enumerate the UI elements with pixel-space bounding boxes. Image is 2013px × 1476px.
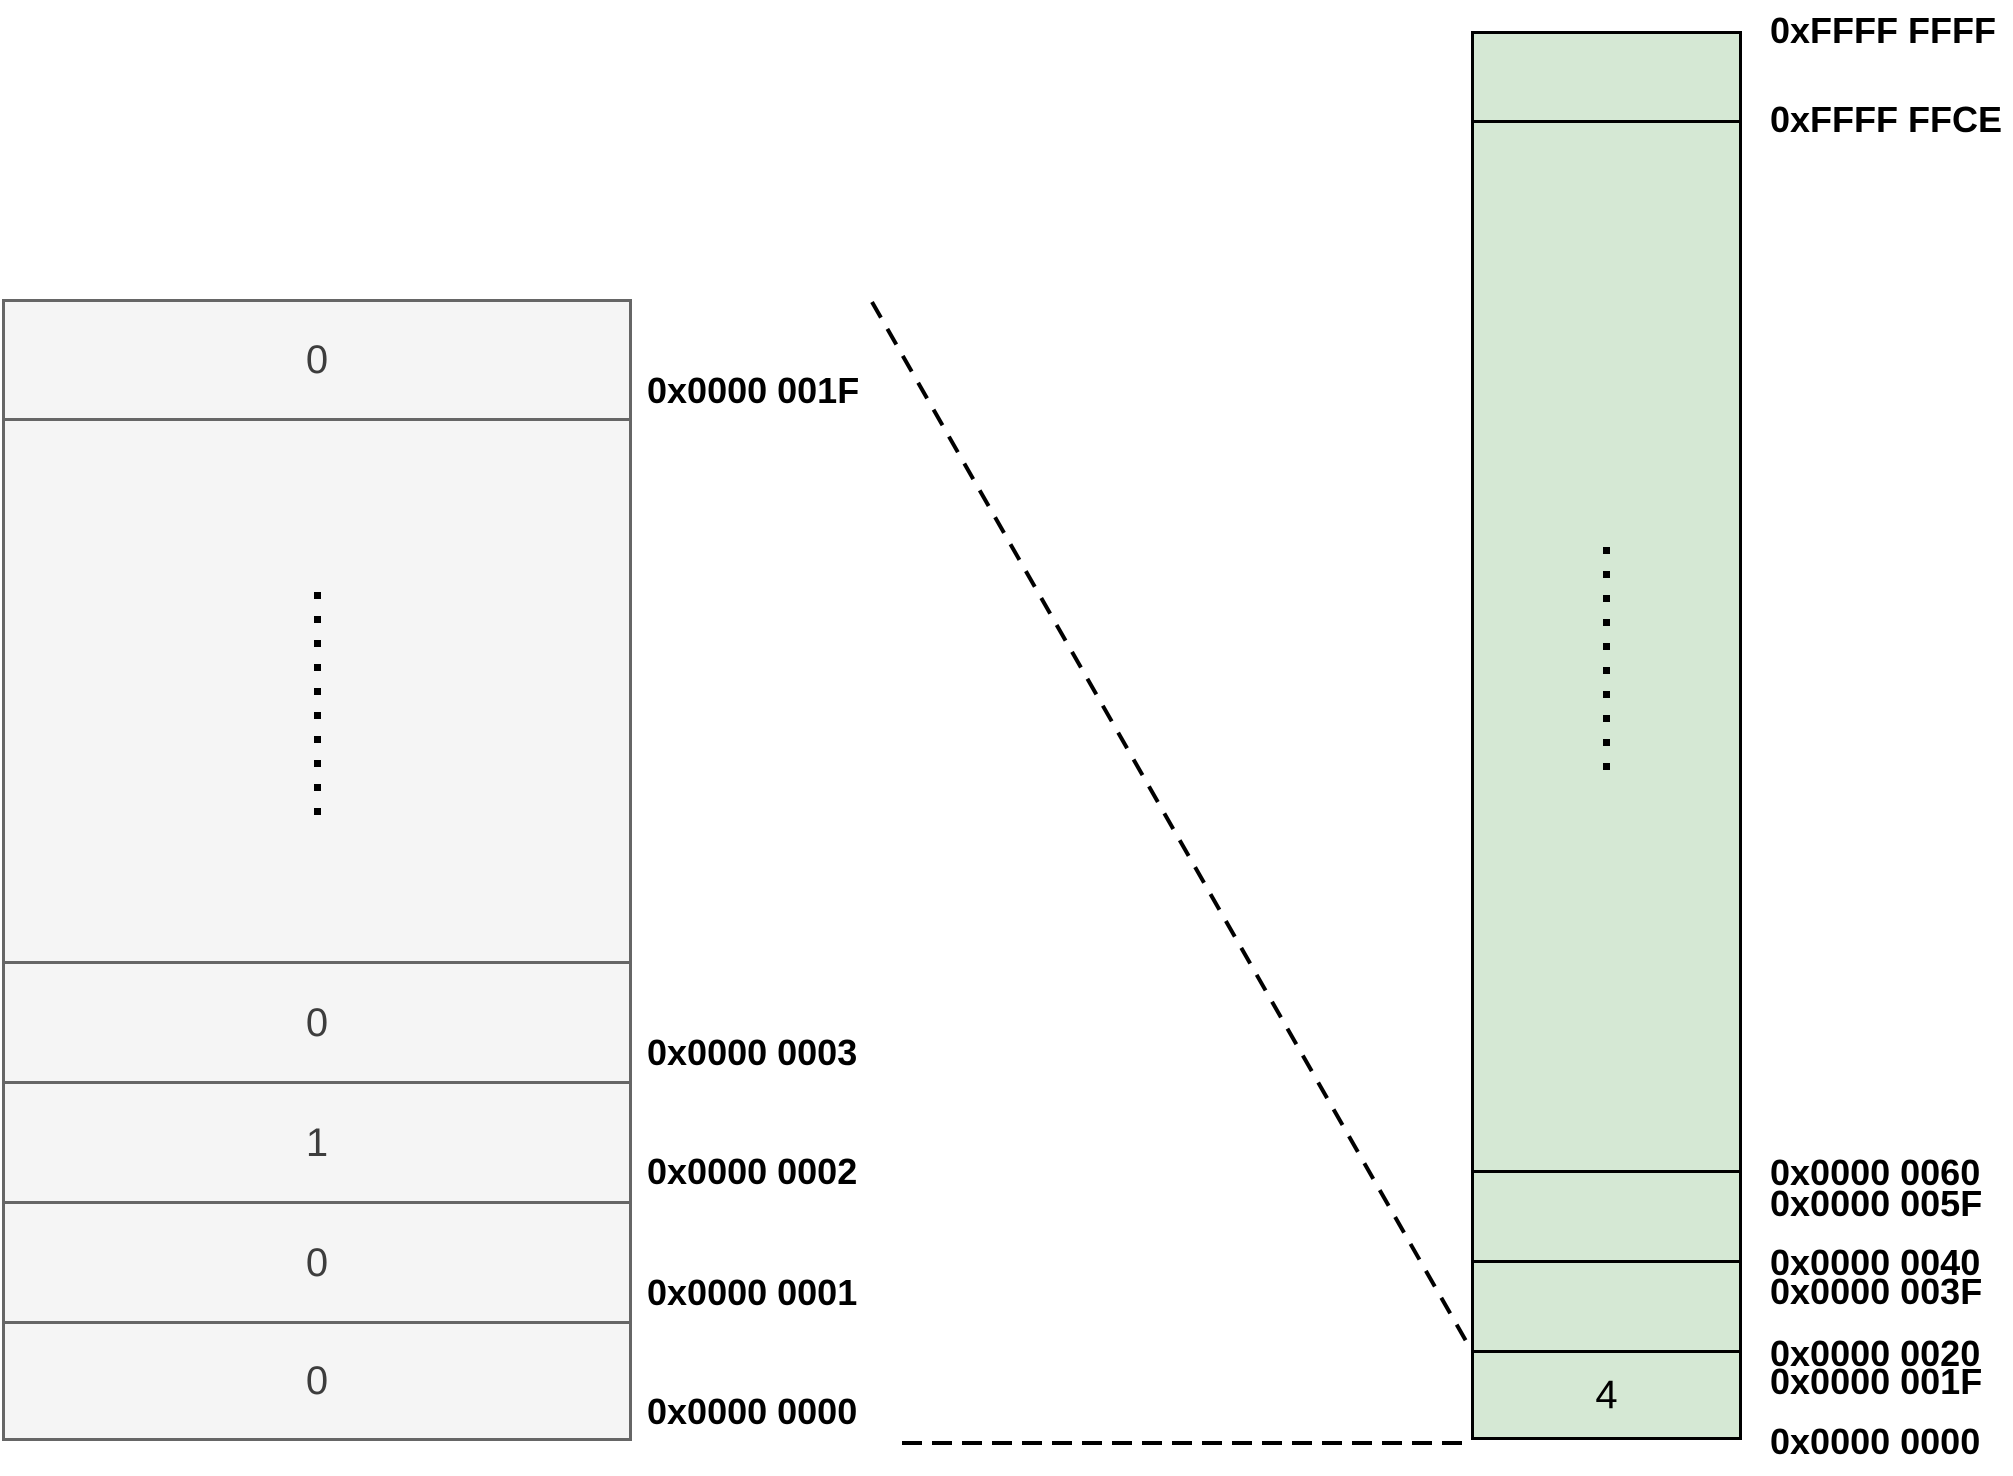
memory-cell — [1474, 34, 1739, 120]
memory-cell: 4 — [1474, 1350, 1739, 1437]
bit-cell: 1 — [5, 1081, 629, 1201]
memory-map-stack: 4 — [1471, 31, 1742, 1440]
bit-cell: 0 — [5, 1321, 629, 1438]
memory-cell — [1474, 1260, 1739, 1350]
address-label: 0x0000 0020 — [1770, 1333, 1981, 1374]
memory-cell-ellipsis — [1474, 120, 1739, 1170]
address-label: 0x0000 0002 — [647, 1151, 858, 1192]
address-label: 0x0000 0001 — [647, 1272, 858, 1313]
address-label: 0x0000 003F — [1770, 1271, 1983, 1312]
bit-cell: 0 — [5, 1201, 629, 1321]
bit-cell: 0 — [5, 302, 629, 418]
bit-cell-value: 0 — [305, 338, 329, 382]
address-label: 0x0000 0000 — [1770, 1421, 1981, 1462]
bit-cell-value: 1 — [305, 1120, 329, 1165]
address-label: 0x0000 001F — [1770, 1361, 1983, 1402]
address-label: 0x0000 0000 — [647, 1391, 858, 1432]
bit-detail-stack: 0 0 1 0 0 — [2, 299, 632, 1441]
memory-cell — [1474, 1170, 1739, 1260]
address-label: 0xFFFF FFCE — [1770, 99, 2002, 140]
bit-cell-value: 0 — [305, 1000, 329, 1045]
address-label: 0x0000 005F — [1770, 1183, 1983, 1224]
bit-cell-value: 0 — [305, 1359, 329, 1403]
vertical-ellipsis-icon — [1603, 547, 1610, 770]
zoom-connector-diagonal-line — [870, 301, 1472, 1349]
address-label: 0x0000 001F — [647, 370, 860, 411]
bit-cell-ellipsis — [5, 418, 629, 961]
memory-cell-value: 4 — [1595, 1373, 1618, 1417]
bit-cell-value: 0 — [305, 1240, 329, 1285]
vertical-ellipsis-icon — [313, 591, 321, 815]
address-label: 0x0000 0003 — [647, 1032, 858, 1073]
address-label: 0x0000 0060 — [1770, 1152, 1981, 1193]
address-label: 0xFFFF FFFF — [1770, 10, 1996, 51]
bit-cell: 0 — [5, 961, 629, 1081]
address-label: 0x0000 0040 — [1770, 1242, 1981, 1283]
